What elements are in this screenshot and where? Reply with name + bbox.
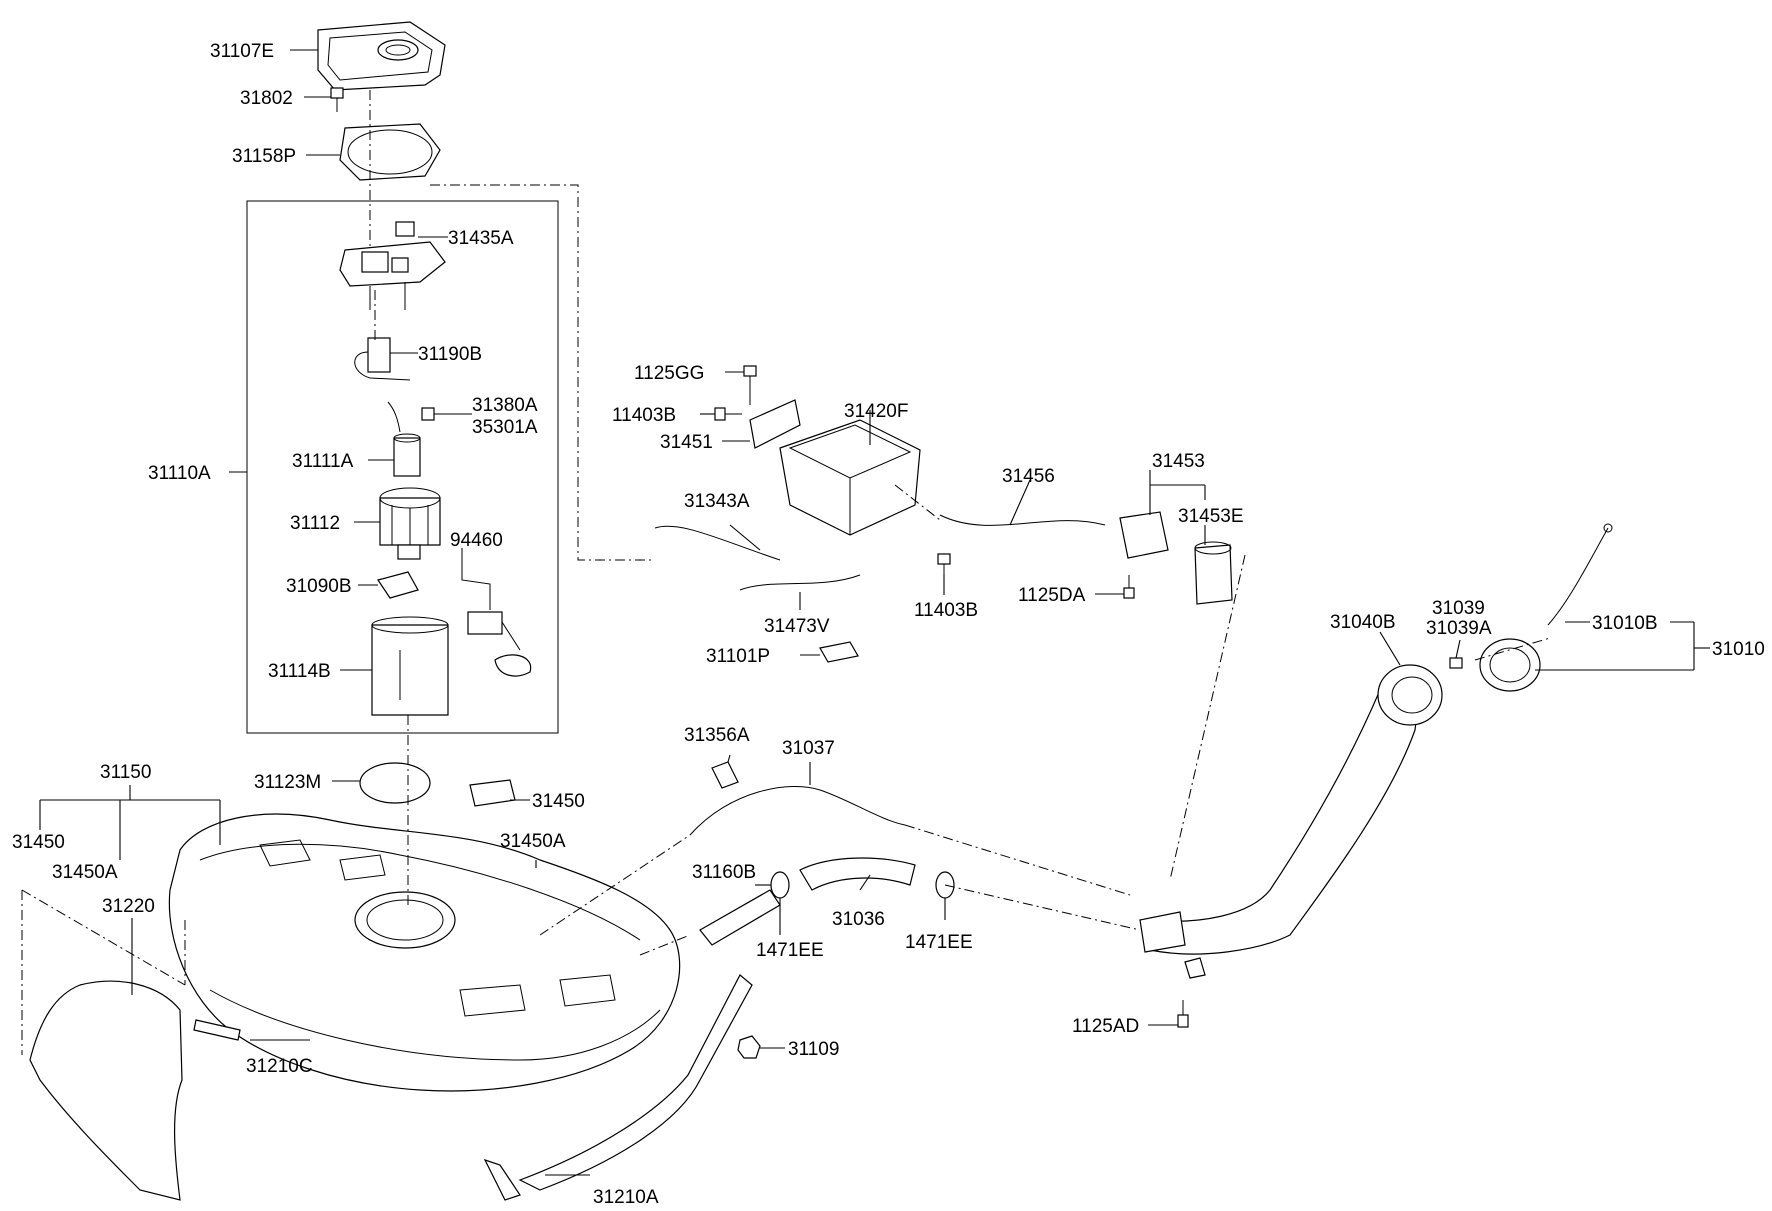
label-31036: 31036 (832, 909, 885, 930)
label-31453: 31453 (1152, 451, 1205, 472)
label-31473V: 31473V (764, 616, 830, 637)
part-bolt-11403B-top (714, 407, 742, 421)
label-31356A: 31356A (684, 725, 750, 746)
part-nut (737, 1035, 761, 1059)
label-1471EE-left: 1471EE (756, 940, 824, 961)
part-canister-bracket (749, 399, 801, 449)
part-fuel-filter (354, 337, 411, 381)
part-hose-31343A (654, 525, 781, 561)
part-labels: 31107E 31802 31158P 31435A 31190B 31380A… (12, 41, 1765, 1208)
label-31037: 31037 (782, 738, 835, 759)
label-31450-left: 31450 (12, 832, 65, 853)
part-pipe-31160B (699, 889, 781, 946)
label-94460: 94460 (450, 530, 503, 551)
label-31109: 31109 (788, 1039, 839, 1060)
label-11403B-top: 11403B (612, 405, 676, 426)
label-1125DA: 1125DA (1018, 585, 1086, 606)
part-31090B (377, 571, 419, 599)
label-31210C: 31210C (246, 1056, 313, 1077)
part-hose-31037 (689, 785, 906, 836)
part-strap-31210C (193, 1019, 241, 1041)
label-31451: 31451 (660, 432, 713, 453)
label-31039: 31039 (1432, 598, 1485, 619)
part-canister (779, 419, 921, 536)
alignment-lines (21, 90, 1551, 1055)
part-pump-bracket (371, 616, 449, 716)
part-strap-31210A (518, 974, 753, 1191)
assembly-box-31110A (246, 200, 559, 734)
part-strap-31210A-end (483, 1158, 521, 1201)
part-bolt-31039 (1449, 657, 1463, 669)
part-heat-shield (29, 980, 183, 1201)
part-clamp-left (770, 871, 790, 899)
label-31380A: 31380A (472, 395, 538, 416)
part-o-ring (359, 762, 431, 804)
label-31158P: 31158P (232, 146, 296, 167)
part-label-31101P (819, 641, 859, 663)
part-fuel-level-sender (461, 548, 532, 677)
part-filler-neck (1139, 664, 1443, 979)
label-31010: 31010 (1712, 639, 1765, 660)
label-31450A-right: 31450A (500, 831, 566, 852)
label-31160B: 31160B (692, 862, 756, 883)
part-bolt-1125GG (743, 365, 757, 405)
part-hose-31036 (799, 857, 916, 891)
part-pad-31450 (469, 779, 516, 807)
label-31040B: 31040B (1330, 612, 1396, 633)
label-31114B: 31114B (268, 661, 331, 682)
part-valve-31453 (1119, 511, 1233, 605)
label-31802: 31802 (240, 88, 293, 109)
part-bolt-11403B-bottom (937, 553, 951, 575)
label-31150: 31150 (100, 762, 151, 783)
part-reservoir (379, 487, 441, 560)
label-31090B: 31090B (286, 576, 352, 597)
label-31112: 31112 (290, 513, 340, 534)
part-cover-plate (317, 21, 446, 91)
part-bolt-1125AD (1177, 1000, 1189, 1028)
label-31110A: 31110A (148, 463, 211, 484)
label-1125GG: 1125GG (634, 363, 704, 384)
label-31343A: 31343A (684, 491, 750, 512)
part-bolt-1125DA (1123, 575, 1135, 599)
part-hose-31473V (739, 574, 861, 591)
part-ring-plate (339, 123, 441, 181)
label-31453E: 31453E (1178, 506, 1244, 527)
part-hose-31456 (939, 514, 1106, 526)
label-31190B: 31190B (418, 344, 482, 365)
label-35301A: 35301A (472, 417, 538, 438)
label-31420F: 31420F (844, 401, 908, 422)
part-fuel-tank (168, 813, 681, 1092)
leader-lines (39, 49, 1710, 1176)
part-bolt-31802 (330, 87, 344, 112)
label-31220: 31220 (102, 896, 155, 917)
label-31010B: 31010B (1592, 613, 1658, 634)
label-31210A: 31210A (593, 1187, 659, 1208)
label-31039A: 31039A (1426, 618, 1492, 639)
label-1471EE-right: 1471EE (905, 932, 973, 953)
part-fuel-pump (393, 433, 421, 477)
part-valve-31380A (387, 401, 435, 433)
part-pump-flange (339, 221, 446, 310)
label-31456: 31456 (1002, 466, 1055, 487)
label-31107E: 31107E (210, 41, 274, 62)
label-31101P: 31101P (706, 646, 770, 667)
part-fuel-cap (1479, 638, 1541, 692)
part-cap-tether (1547, 527, 1609, 626)
label-31450A-left: 31450A (52, 862, 118, 883)
label-1125AD: 1125AD (1072, 1016, 1139, 1037)
label-11403B-bottom: 11403B (914, 600, 978, 621)
label-31435A: 31435A (448, 228, 514, 249)
label-31450-right: 31450 (532, 791, 585, 812)
label-31111A: 31111A (292, 451, 354, 472)
label-31123M: 31123M (254, 772, 321, 793)
part-clip-31356A (711, 761, 739, 789)
